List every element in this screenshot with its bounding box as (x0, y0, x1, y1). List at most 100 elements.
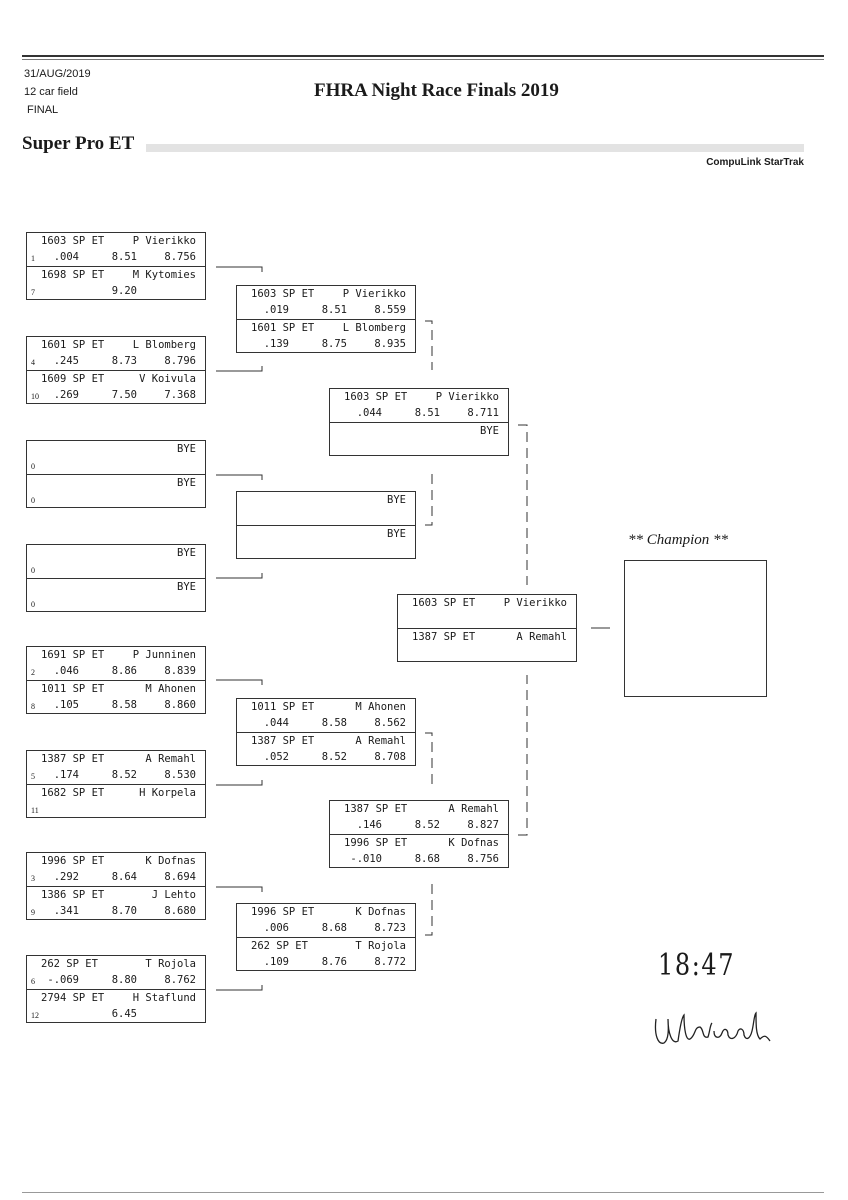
racer-times-row: 0 (27, 595, 205, 611)
driver-name: M Ahonen (355, 701, 406, 713)
driver-name: H Korpela (139, 787, 196, 799)
seed-number: 4 (31, 358, 35, 367)
car-number: 1603 SP ET (412, 597, 476, 609)
dial-in: 9.20 (111, 285, 137, 297)
racer-times-row: 2 .046 8.86 8.839 (27, 663, 205, 679)
driver-name: A Remahl (448, 803, 499, 815)
driver-name: BYE (177, 581, 196, 593)
driver-name: BYE (177, 477, 196, 489)
racer-slot: 1603 SP ET P Vierikko (398, 595, 576, 628)
driver-name: L Blomberg (342, 322, 406, 334)
dial-in: 8.86 (111, 665, 137, 677)
reaction-time: .109 (263, 956, 289, 968)
driver-name: K Dofnas (355, 906, 406, 918)
car-number: 1387 SP ET (251, 735, 315, 747)
car-number: 1603 SP ET (344, 391, 408, 403)
bottom-rule (22, 1192, 824, 1193)
elapsed-time: 8.708 (374, 751, 406, 763)
racer-info-row: BYE (330, 423, 508, 439)
driver-name: BYE (387, 494, 406, 506)
car-number: 1387 SP ET (412, 631, 476, 643)
top-rule-thin (22, 59, 824, 60)
car-number: 1387 SP ET (344, 803, 408, 815)
top-rule (22, 55, 824, 57)
dial-in: 7.50 (111, 389, 137, 401)
car-number: 1011 SP ET (41, 683, 105, 695)
racer-info-row: 1603 SP ET P Vierikko (398, 595, 576, 611)
elapsed-time: 8.935 (374, 338, 406, 350)
reaction-time: .245 (53, 355, 79, 367)
elapsed-time: 8.694 (164, 871, 196, 883)
racer-info-row: BYE (237, 526, 415, 542)
seed-number: 8 (31, 702, 35, 711)
dial-in: 8.64 (111, 871, 137, 883)
driver-name: P Vierikko (503, 597, 567, 609)
event-date: 31/AUG/2019 (24, 68, 91, 80)
stage-label: FINAL (27, 104, 59, 116)
elapsed-time: 8.772 (374, 956, 406, 968)
driver-name: BYE (387, 528, 406, 540)
elapsed-time: 8.559 (374, 304, 406, 316)
driver-name: J Lehto (151, 889, 196, 901)
dial-in: 8.75 (321, 338, 347, 350)
elapsed-time: 8.723 (374, 922, 406, 934)
reaction-time: .105 (53, 699, 79, 711)
seed-number: 7 (31, 288, 35, 297)
dial-in: 8.51 (321, 304, 347, 316)
handwritten-signature (654, 1011, 771, 1044)
driver-name: P Vierikko (132, 235, 196, 247)
driver-name: H Staflund (132, 992, 196, 1004)
racer-info-row: BYE (27, 579, 205, 595)
elapsed-time: 8.562 (374, 717, 406, 729)
driver-name: T Rojola (145, 958, 196, 970)
elapsed-time: 7.368 (164, 389, 196, 401)
champion-box (624, 560, 767, 697)
dial-in: 8.52 (111, 769, 137, 781)
dial-in: 8.76 (321, 956, 347, 968)
seed-number: 2 (31, 668, 35, 677)
seed-number: 9 (31, 908, 35, 917)
reaction-time: .004 (53, 251, 79, 263)
reaction-time: .046 (53, 665, 79, 677)
seed-number: 3 (31, 874, 35, 883)
driver-name: BYE (480, 425, 499, 437)
racer-times-row (237, 542, 415, 558)
seed-number: 12 (31, 1011, 39, 1020)
elapsed-time: 8.839 (164, 665, 196, 677)
reaction-time: .269 (53, 389, 79, 401)
car-number: 1601 SP ET (251, 322, 315, 334)
reaction-time: .146 (356, 819, 382, 831)
